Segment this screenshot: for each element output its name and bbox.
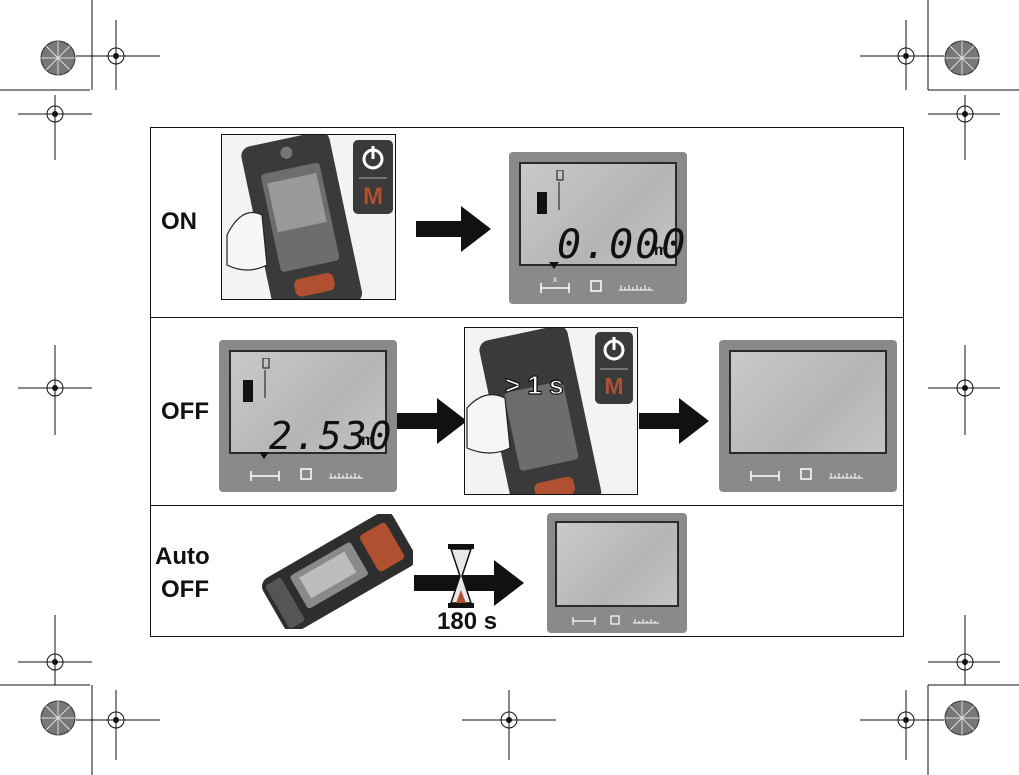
row-label-auto-off: OFF [161, 576, 209, 604]
device-top-view [253, 514, 413, 629]
svg-text:x: x [553, 275, 557, 284]
instruction-figure: ON M 0.000 m [150, 127, 904, 637]
row-label-off: OFF [161, 398, 209, 426]
row-label-auto: Auto [155, 543, 210, 571]
power-m-button: M [353, 140, 393, 214]
hourglass-icon [448, 544, 474, 608]
lcd-screen-off-before: 2.530 m [219, 340, 397, 492]
arrow-right-icon [639, 398, 709, 444]
lcd-unit: m [654, 242, 668, 260]
arrow-right-icon [397, 398, 467, 444]
mode-marker [549, 262, 559, 269]
row-divider [151, 317, 903, 318]
lcd-unit: m [361, 432, 375, 450]
lcd-footer-icons [219, 462, 397, 486]
row-label-on: ON [161, 208, 197, 236]
lcd-screen-auto-off [547, 513, 687, 633]
power-m-button: M [595, 332, 633, 404]
lcd-screen-on: 0.000 m x [509, 152, 687, 304]
mode-marker [259, 452, 269, 459]
timer-text: 180 s [437, 608, 497, 636]
battery-level-icon [537, 170, 567, 220]
lcd-screen-off-after [719, 340, 897, 492]
lcd-footer-icons: x [509, 274, 687, 298]
row-divider [151, 505, 903, 506]
arrow-right-icon [414, 560, 534, 606]
m-letter: M [604, 373, 623, 399]
lcd-footer-icons [719, 462, 897, 486]
battery-level-icon [243, 358, 273, 408]
lcd-footer-icons [547, 611, 687, 629]
m-letter: M [363, 183, 383, 210]
arrow-right-icon [416, 206, 491, 252]
hold-duration-text: > 1 s [505, 370, 564, 401]
